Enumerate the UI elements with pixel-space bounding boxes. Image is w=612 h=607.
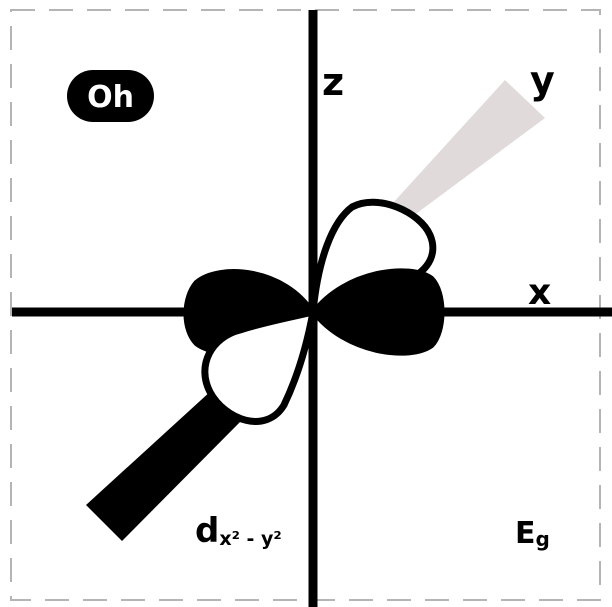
point-group-label: Oh (87, 80, 134, 115)
orbital-label-main: d (195, 511, 219, 551)
symmetry-label-sub: g (536, 527, 550, 551)
point-group-badge: Oh (67, 70, 154, 122)
y-axis-label: y (530, 58, 555, 102)
z-axis-label: z (322, 60, 344, 104)
x-axis-label: x (528, 272, 551, 313)
symmetry-label: Eg (515, 516, 550, 551)
y-axis-back-wedge (392, 80, 545, 222)
orbital-label: dx² - y² (195, 511, 282, 551)
orbital-label-sub: x² - y² (219, 528, 281, 550)
symmetry-label-main: E (515, 516, 536, 551)
